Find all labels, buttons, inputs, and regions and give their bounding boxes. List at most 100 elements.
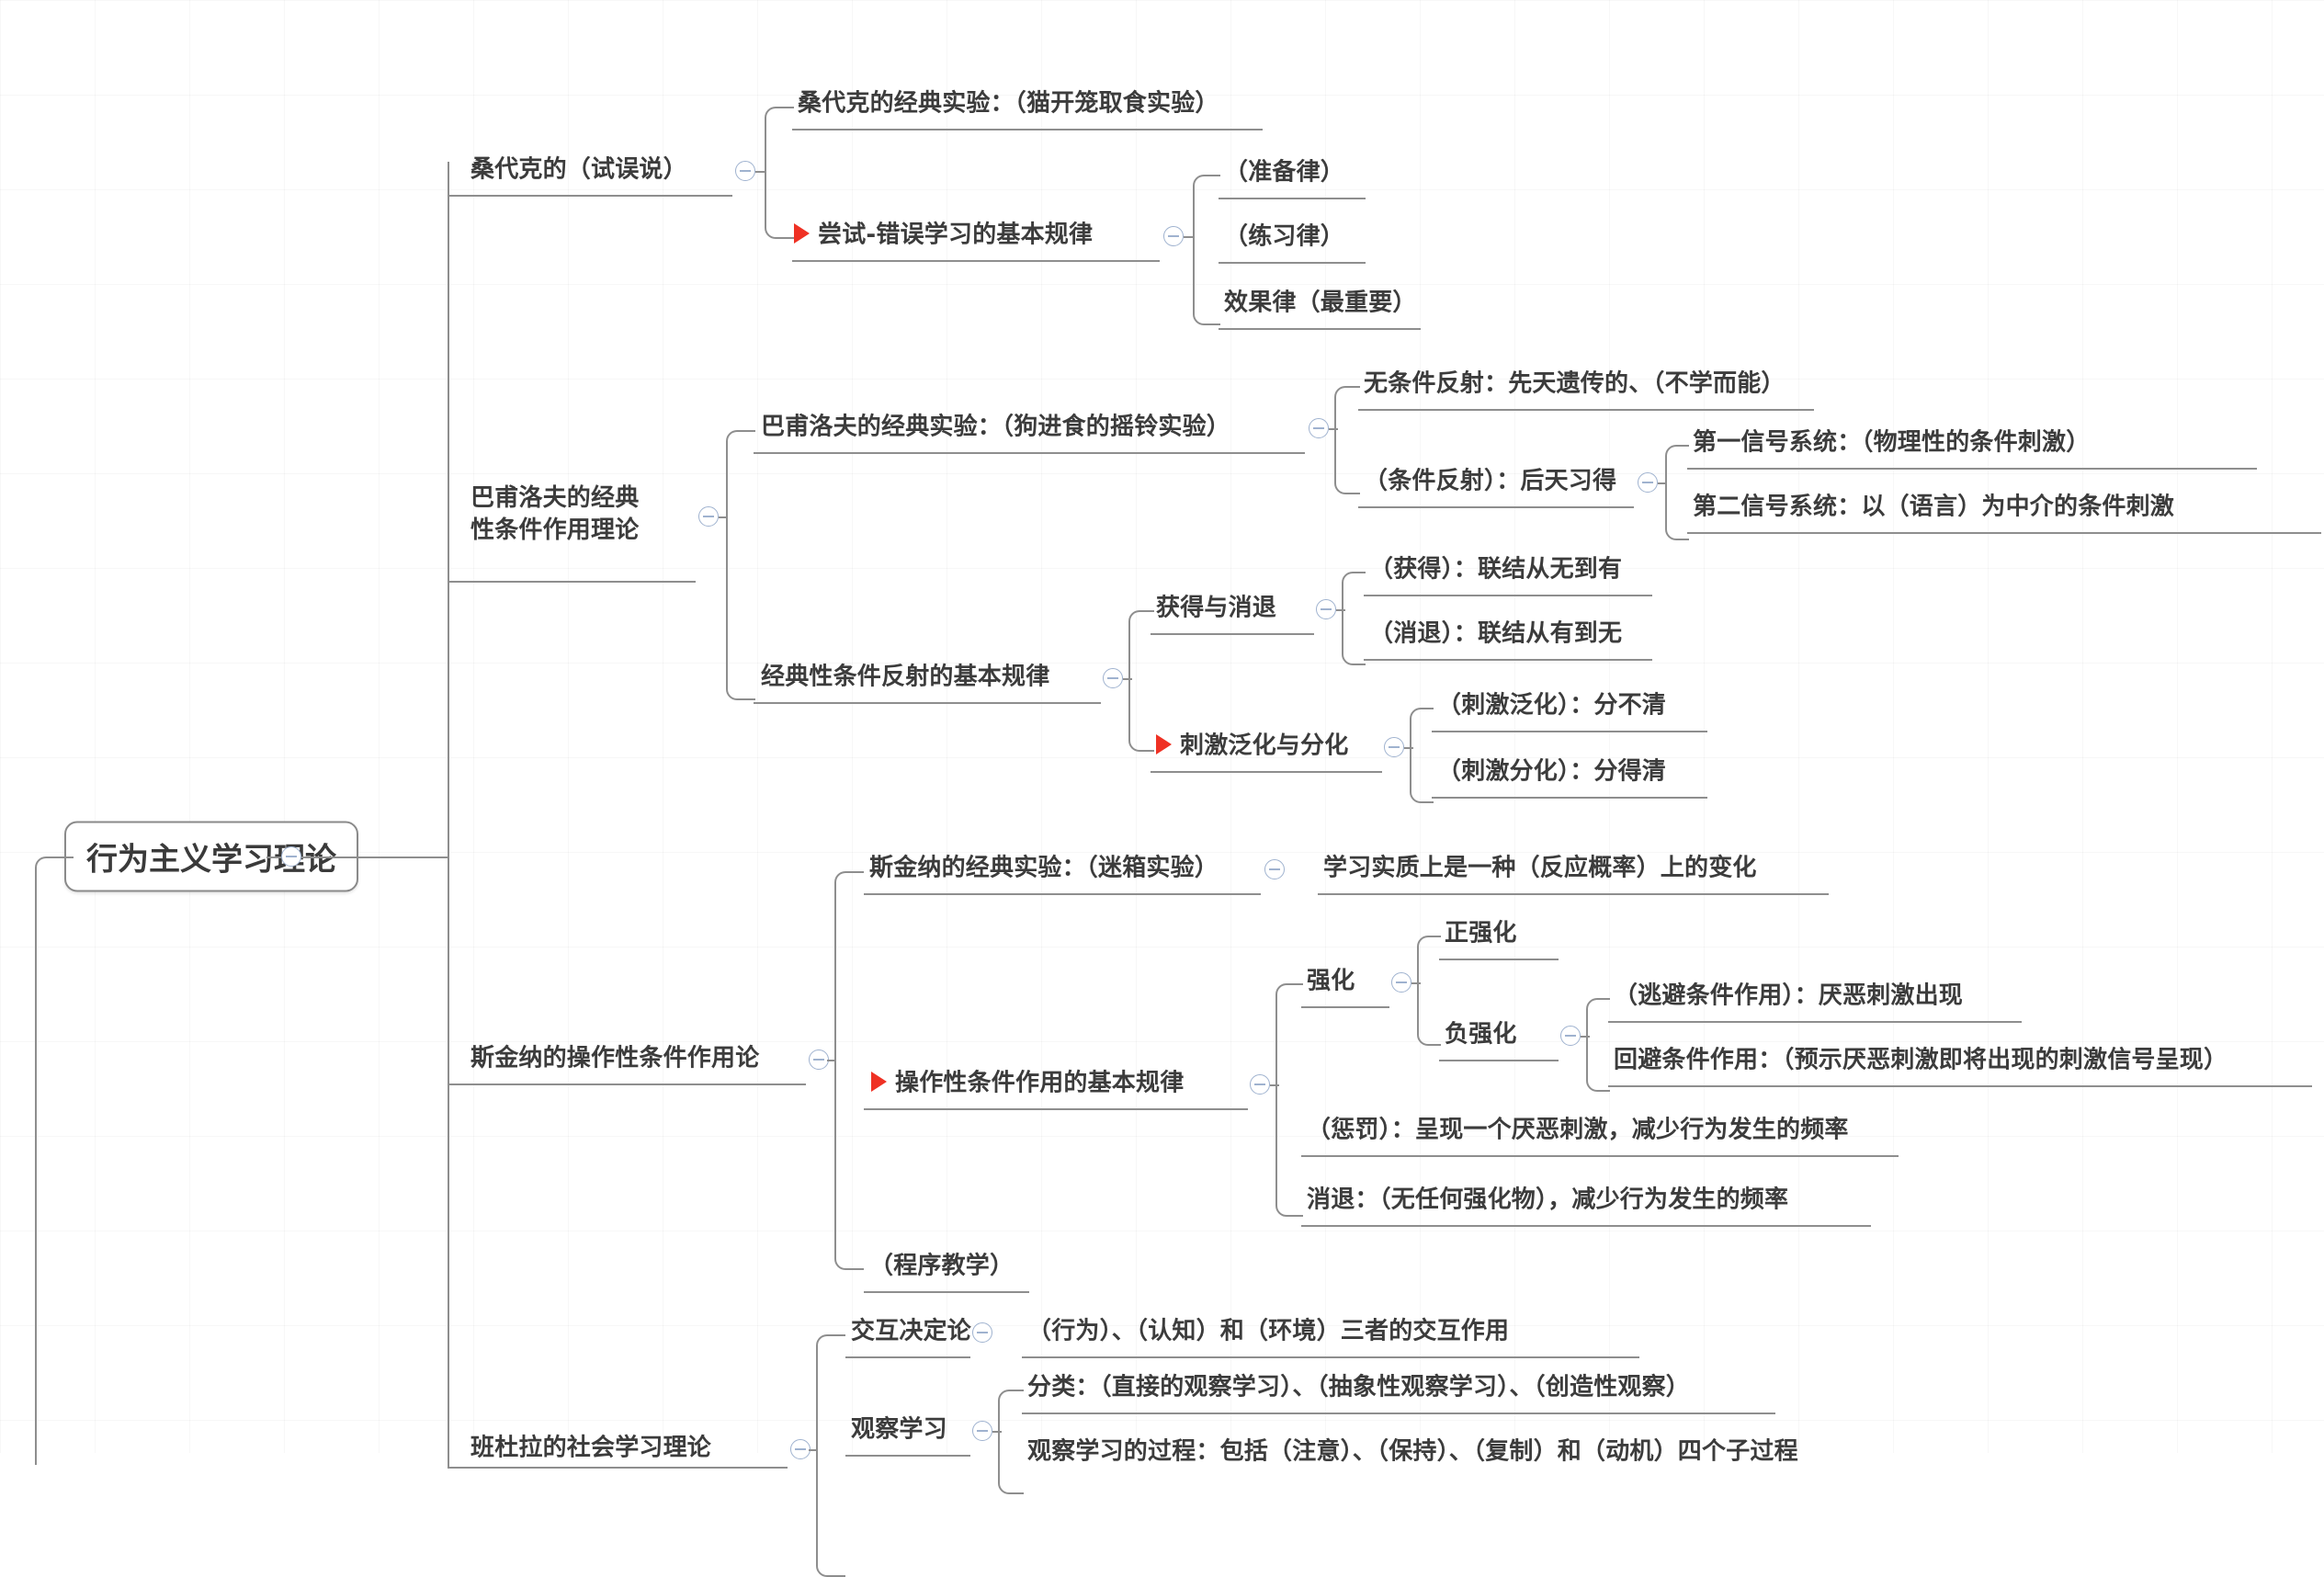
bandura-classification[interactable]: 分类：（直接的观察学习）、（抽象性观察学习）、（创造性观察）: [1027, 1373, 1691, 1401]
skinner-negative-sub-trunk: [1586, 998, 1610, 1092]
skinner-laws-underline: [864, 1108, 1248, 1110]
bandura-process[interactable]: 观察学习的过程：包括（注意）、（保持）、（复制）和（动机）四个子过程: [1027, 1437, 1798, 1466]
skinner-laws-title[interactable]: 操作性条件作用的基本规律: [895, 1069, 1185, 1097]
pavlov-acquisition-title[interactable]: 获得与消退: [1156, 594, 1277, 622]
branch-pavlov-underline: [448, 581, 696, 583]
pavlov-acquisition-item-0[interactable]: （获得）：联结从无到有: [1369, 555, 1623, 584]
pavlov-generalization-flag-icon: [1156, 734, 1172, 754]
pavlov-laws-toggle[interactable]: [1103, 668, 1123, 688]
skinner-programmed-instruction[interactable]: （程序教学）: [869, 1252, 1015, 1280]
pavlov-acquisition-underline: [1151, 633, 1314, 635]
branch-thorndike-label[interactable]: 桑代克的（试误说）: [470, 155, 687, 184]
skinner-punishment[interactable]: （惩罚）：呈现一个厌恶刺激，减少行为发生的频率: [1307, 1116, 1849, 1144]
pavlov-generalization-underline: [1151, 771, 1382, 773]
branch-thorndike-toggle[interactable]: [735, 161, 755, 181]
skinner-negative-item-0[interactable]: （逃避条件作用）：厌恶刺激出现: [1614, 981, 1964, 1010]
bandura-observational-underline: [845, 1455, 970, 1457]
pavlov-acquisition-toggle[interactable]: [1316, 599, 1336, 619]
bandura-observational-title[interactable]: 观察学习: [851, 1415, 947, 1444]
thorndike-law-0-underline: [1219, 198, 1366, 199]
skinner-experiment-detail[interactable]: 学习实质上是一种（反应概率）上的变化: [1323, 854, 1757, 882]
branch-pavlov-label[interactable]: 巴甫洛夫的经典 性条件作用理论: [470, 483, 640, 544]
root-left-curl: [35, 857, 74, 1465]
pavlov-reflex-trunk-stub: [1329, 428, 1338, 430]
thorndike-law-1-underline: [1219, 262, 1366, 264]
skinner-laws-flag-icon: [871, 1072, 887, 1092]
branch-skinner-underline: [448, 1083, 806, 1085]
branch-bandura-toggle[interactable]: [790, 1439, 811, 1459]
bandura-observational-sub-trunk: [998, 1390, 1024, 1494]
pavlov-acq-0-underline: [1364, 595, 1652, 596]
branch-skinner-label[interactable]: 斯金纳的操作性条件作用论: [470, 1044, 760, 1072]
thorndike-law-0[interactable]: （准备律）: [1224, 158, 1345, 187]
pavlov-experiment[interactable]: 巴甫洛夫的经典实验：（狗进食的摇铃实验）: [761, 413, 1231, 441]
thorndike-laws-title[interactable]: 尝试-错误学习的基本规律: [818, 221, 1094, 249]
skinner-programmed-underline: [864, 1291, 1029, 1293]
skinner-sub-trunk: [834, 871, 864, 1270]
pavlov-signal-trunk-stub: [1658, 482, 1667, 484]
skinner-positive-reinforcement[interactable]: 正强化: [1445, 919, 1517, 947]
root-stub: [266, 857, 281, 858]
branch-bandura-underline: [448, 1467, 788, 1469]
thorndike-law-1[interactable]: （练习律）: [1224, 222, 1345, 251]
skinner-positive-underline: [1439, 959, 1559, 960]
pavlov-laws-underline: [754, 702, 1101, 704]
pavlov-experiment-toggle[interactable]: [1309, 418, 1329, 438]
bandura-classification-underline: [1022, 1412, 1775, 1414]
pavlov-signal-system-0[interactable]: 第一信号系统：（物理性的条件刺激）: [1693, 428, 2091, 457]
skinner-negative-1-underline: [1608, 1085, 2312, 1087]
pavlov-signal-1-underline: [1687, 532, 2321, 534]
bandura-reciprocal-toggle[interactable]: [972, 1322, 992, 1343]
skinner-laws-toggle[interactable]: [1250, 1074, 1270, 1095]
background-grid: [0, 0, 2324, 1453]
thorndike-laws-sub-trunk: [1193, 175, 1220, 325]
thorndike-laws-underline: [792, 260, 1160, 262]
thorndike-experiment[interactable]: 桑代克的经典实验：（猫开笼取食实验）: [798, 89, 1219, 118]
pavlov-generalization-toggle[interactable]: [1384, 737, 1404, 757]
thorndike-laws-toggle[interactable]: [1163, 226, 1184, 246]
pavlov-acq-sub-trunk: [1342, 572, 1366, 665]
branch-bandura-label[interactable]: 班杜拉的社会学习理论: [470, 1434, 712, 1462]
skinner-reinforcement-toggle[interactable]: [1391, 972, 1411, 993]
skinner-punishment-underline: [1301, 1155, 1899, 1157]
pavlov-trunk-stub: [719, 516, 728, 518]
skinner-negative-toggle[interactable]: [1560, 1026, 1581, 1046]
pavlov-conditioned-toggle[interactable]: [1638, 472, 1658, 493]
pavlov-generalization-title[interactable]: 刺激泛化与分化: [1180, 732, 1349, 760]
bandura-reciprocal-detail[interactable]: （行为）、（认知）和（环境）三者的交互作用: [1027, 1317, 1510, 1345]
bandura-trunk-stub: [809, 1449, 818, 1451]
bandura-reciprocal-title[interactable]: 交互决定论: [851, 1317, 972, 1345]
bandura-observational-toggle[interactable]: [972, 1421, 992, 1441]
thorndike-laws-flag-icon: [794, 223, 810, 244]
pavlov-gen-0-underline: [1432, 731, 1707, 732]
skinner-laws-trunk-stub: [1270, 1084, 1279, 1086]
pavlov-conditioned-reflex[interactable]: （条件反射）：后天习得: [1364, 467, 1617, 495]
branch-skinner-toggle[interactable]: [809, 1049, 829, 1070]
pavlov-unconditioned-reflex[interactable]: 无条件反射：先天遗传的、（不学而能）: [1364, 369, 1786, 398]
pavlov-signal-system-1[interactable]: 第二信号系统：以（语言）为中介的条件刺激: [1693, 493, 2175, 521]
skinner-extinction[interactable]: 消退：（无任何强化物），减少行为发生的频率: [1307, 1186, 1789, 1214]
root-collapse-toggle[interactable]: [281, 846, 301, 867]
pavlov-gen-sub-trunk: [1410, 708, 1434, 803]
pavlov-laws-title[interactable]: 经典性条件反射的基本规律: [761, 663, 1050, 691]
bandura-reciprocal-underline: [845, 1356, 970, 1358]
skinner-negative-0-underline: [1608, 1021, 2022, 1023]
thorndike-law-2[interactable]: 效果律（最重要）: [1224, 289, 1417, 317]
thorndike-sub-trunk: [765, 107, 794, 239]
skinner-experiment-toggle[interactable]: [1264, 859, 1285, 879]
pavlov-acq-1-underline: [1364, 659, 1652, 661]
pavlov-sub-trunk: [726, 430, 755, 700]
skinner-experiment[interactable]: 斯金纳的经典实验：（迷箱实验）: [869, 854, 1219, 882]
skinner-negative-reinforcement[interactable]: 负强化: [1445, 1020, 1517, 1049]
skinner-laws-sub-trunk: [1275, 983, 1303, 1217]
pavlov-generalization-item-0[interactable]: （刺激泛化）：分不清: [1437, 691, 1667, 720]
skinner-negative-item-1[interactable]: 回避条件作用：（预示厌恶刺激即将出现的刺激信号呈现）: [1614, 1046, 2228, 1074]
pavlov-acquisition-item-1[interactable]: （消退）：联结从有到无: [1369, 619, 1623, 648]
skinner-reinforcement-title[interactable]: 强化: [1307, 967, 1355, 995]
pavlov-gen-trunk-stub: [1404, 747, 1413, 749]
pavlov-laws-sub-trunk: [1128, 610, 1154, 752]
pavlov-generalization-item-1[interactable]: （刺激分化）：分得清: [1437, 757, 1667, 786]
branch-pavlov-toggle[interactable]: [698, 506, 719, 527]
pavlov-signal-0-underline: [1687, 468, 2257, 470]
skinner-extinction-underline: [1301, 1225, 1871, 1227]
